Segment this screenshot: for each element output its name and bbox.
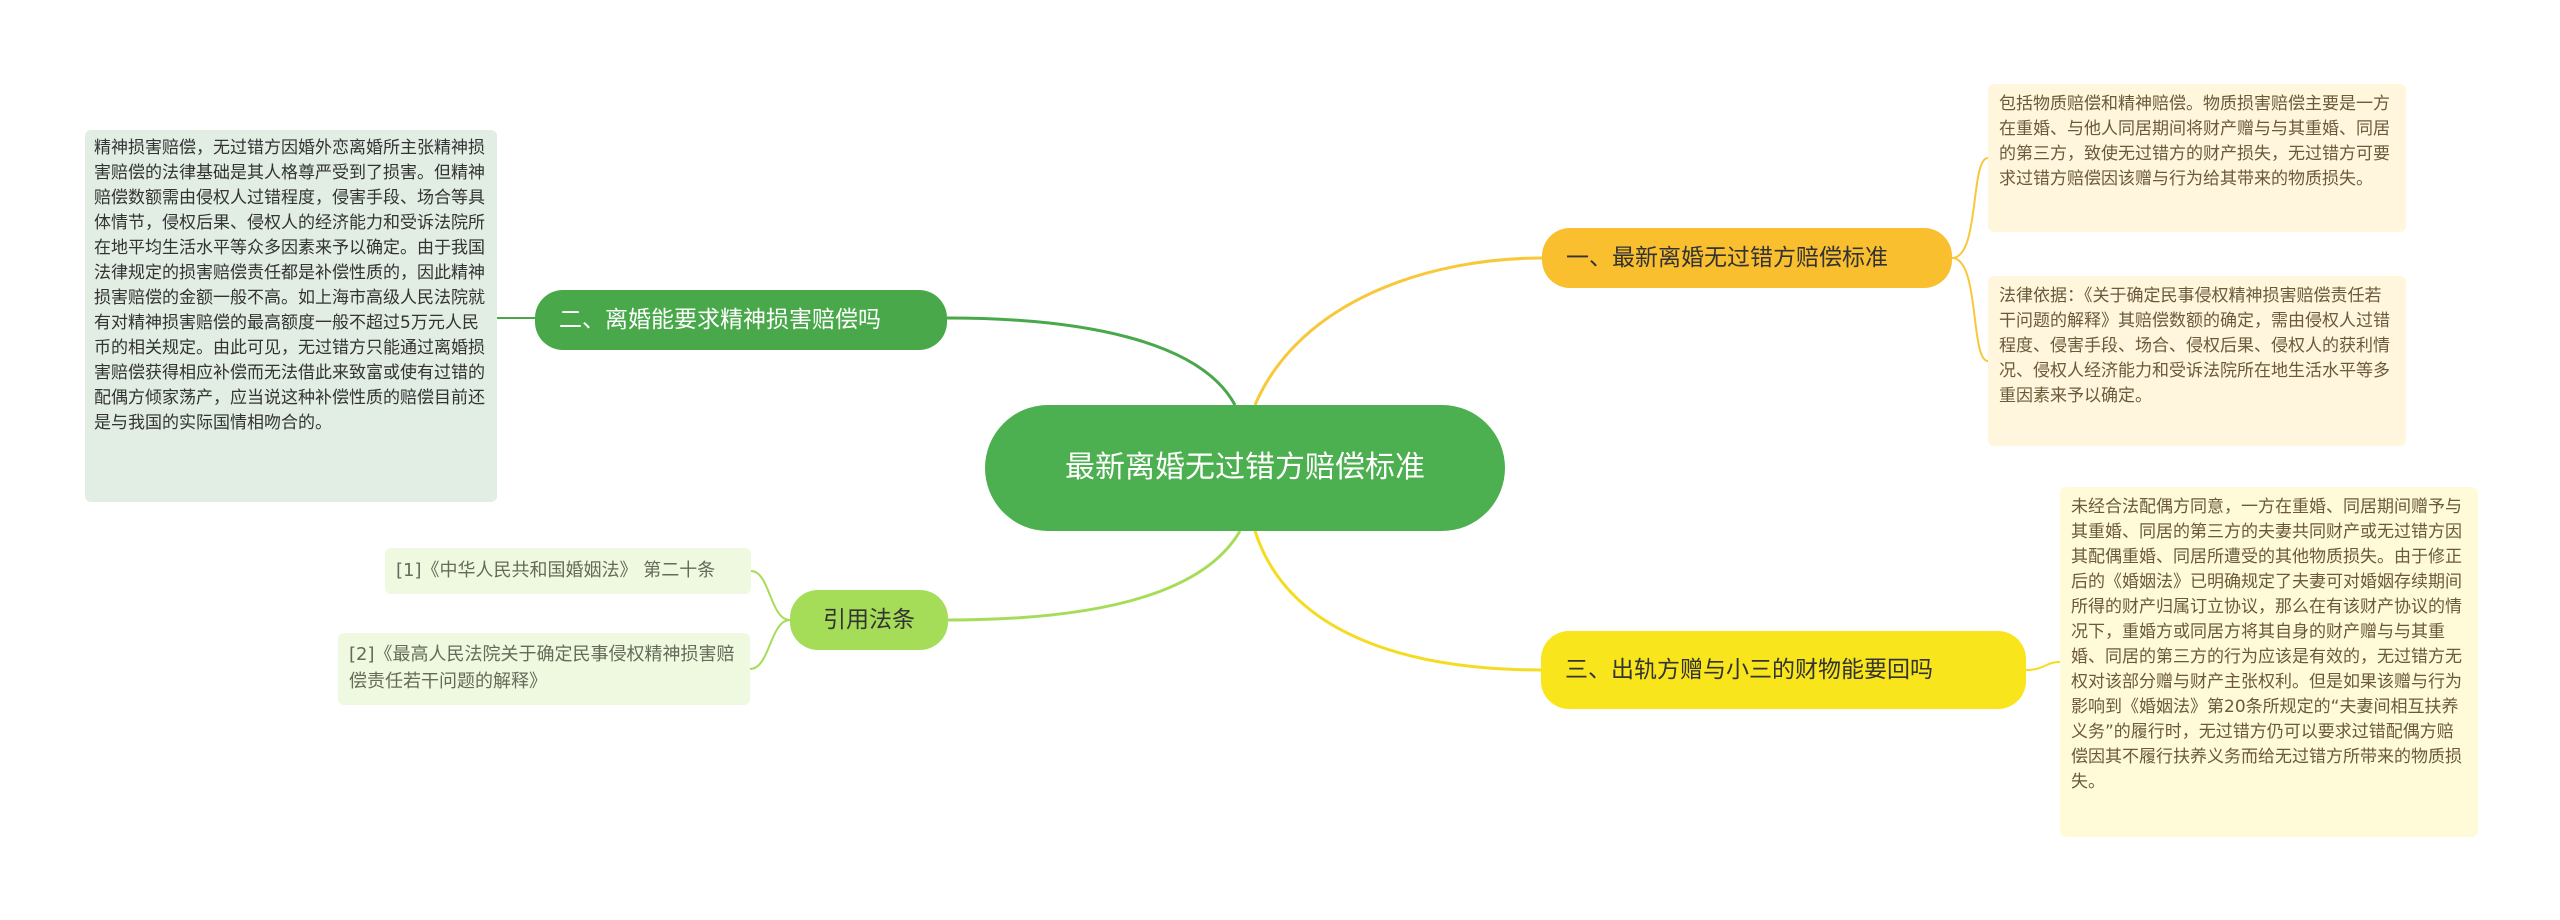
link-root-branch3 [1253,530,1542,672]
branch-node-2[interactable]: 二、离婚能要求精神损害赔偿吗 [535,290,947,350]
link-root-branch1 [1253,256,1543,406]
branch-node-3-label: 三、出轨方赠与小三的财物能要回吗 [1565,657,1933,683]
link-branch1-leaf2 [1951,257,1989,362]
branch-node-4[interactable]: 引用法条 [790,590,948,650]
link-branch3-leaf4 [2025,661,2061,671]
leaf-citation-1[interactable]: [1]《中华人民共和国婚姻法》 第二十条 [385,548,751,594]
leaf-citation-2[interactable]: [2]《最高人民法院关于确定民事侵权精神损害赔偿责任若干问题的解释》 [338,633,750,705]
branch-node-4-label: 引用法条 [823,607,915,633]
link-branch1-leaf1 [1951,157,1989,259]
branch-node-2-label: 二、离婚能要求精神损害赔偿吗 [559,307,881,333]
link-root-branch4 [947,530,1242,622]
leaf-gift-property[interactable]: 未经合法配偶方同意，一方在重婚、同居期间赠予与其重婚、同居的第三方的夫妻共同财产… [2060,487,2478,837]
link-branch4-leaf6 [749,619,791,670]
leaf-mental-damage[interactable]: 精神损害赔偿，无过错方因婚外恋离婚所主张精神损害赔偿的法律基础是其人格尊严受到了… [85,130,497,502]
branch-node-1[interactable]: 一、最新离婚无过错方赔偿标准 [1542,228,1952,288]
link-branch4-leaf5 [750,570,791,621]
root-topic-label: 最新离婚无过错方赔偿标准 [1065,450,1425,485]
root-topic[interactable]: 最新离婚无过错方赔偿标准 [985,405,1505,531]
leaf-compensation-types[interactable]: 包括物质赔偿和精神赔偿。物质损害赔偿主要是一方在重婚、与他人同居期间将财产赠与与… [1988,84,2406,232]
leaf-legal-basis[interactable]: 法律依据：《关于确定民事侵权精神损害赔偿责任若干问题的解释》其赔偿数额的确定，需… [1988,276,2406,446]
branch-node-3[interactable]: 三、出轨方赠与小三的财物能要回吗 [1541,631,2026,709]
link-root-branch2 [946,316,1237,406]
branch-node-1-label: 一、最新离婚无过错方赔偿标准 [1566,245,1888,271]
